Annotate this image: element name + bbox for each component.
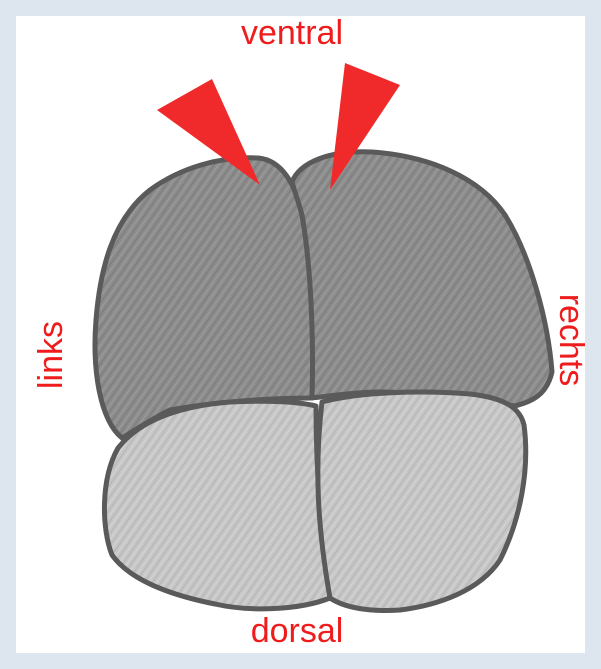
label-ventral: ventral bbox=[241, 14, 343, 52]
label-dorsal: dorsal bbox=[251, 612, 344, 650]
cell-upper-right bbox=[292, 152, 552, 406]
label-links: links bbox=[32, 321, 70, 389]
label-rechts: rechts bbox=[552, 294, 590, 387]
cell-lower-right bbox=[318, 392, 526, 610]
cell-lower-left bbox=[104, 401, 330, 609]
cell-upper-left bbox=[95, 158, 313, 438]
